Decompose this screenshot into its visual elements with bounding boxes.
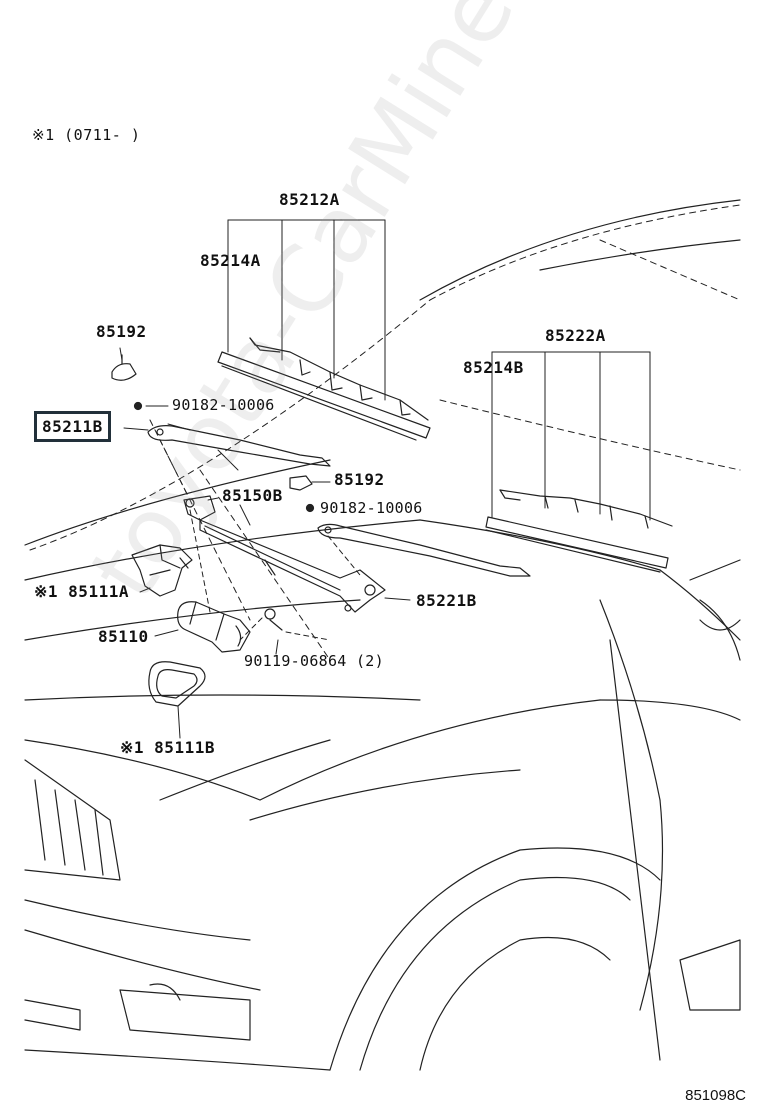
label-85214b[interactable]: 85214B [463,358,524,377]
right-wiper-blade [485,489,673,573]
label-85211b-highlighted[interactable]: 85211B [34,411,111,442]
motor-cover-85111a [131,544,193,597]
right-wiper-arm [317,523,531,577]
bolt-90119 [264,608,283,631]
label-85111a[interactable]: ※1 85111A [34,582,129,601]
label-85192-mid[interactable]: 85192 [334,470,385,489]
label-85212a[interactable]: 85212A [279,190,340,209]
label-90182-top[interactable]: 90182-10006 [172,396,275,414]
part-leader-lines [119,347,411,655]
assembly-guides [159,439,361,641]
nut-90182-top [133,401,143,411]
label-85222a[interactable]: 85222A [545,326,606,345]
label-85214a[interactable]: 85214A [200,251,261,270]
wiper-linkage [183,495,386,613]
cap-85192-top [111,354,137,381]
left-wiper-arm [147,425,331,467]
label-85192-top[interactable]: 85192 [96,322,147,341]
wiper-motor [177,601,251,653]
label-85150b[interactable]: 85150B [222,486,283,505]
label-85111b[interactable]: ※1 85111B [120,738,215,757]
blade-leader-lines [227,219,651,521]
applicability-note: ※1 (0711- ) [32,126,141,144]
label-85110[interactable]: 85110 [98,627,149,646]
cap-85192-mid [289,475,331,491]
nut-90182-mid [305,503,315,513]
label-85221b[interactable]: 85221B [416,591,477,610]
seal-85111b [148,661,206,739]
left-wiper-blade [217,337,431,441]
vehicle-body-outline [24,199,741,1071]
label-90119[interactable]: 90119-06864 (2) [244,652,384,670]
diagram-code: 851098C [685,1087,746,1104]
label-90182-mid[interactable]: 90182-10006 [320,499,423,517]
